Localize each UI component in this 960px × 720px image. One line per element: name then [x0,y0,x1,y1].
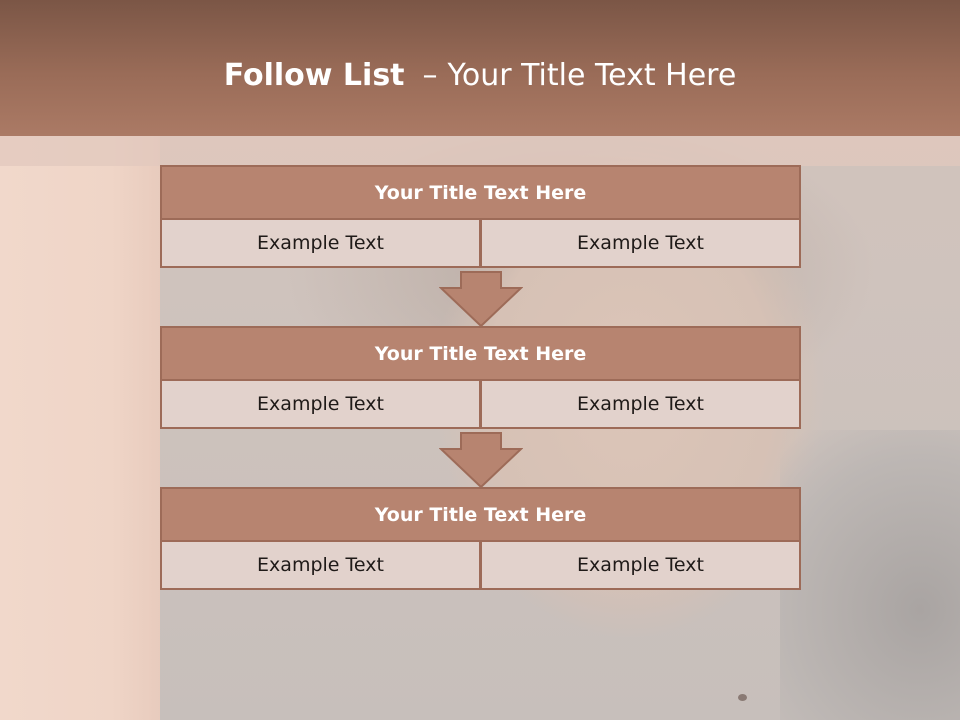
title-bar [0,0,960,136]
list-block-title[interactable]: Your Title Text Here [160,165,801,220]
down-arrow-icon [439,432,523,489]
list-block-3: Your Title Text Here Example Text Exampl… [160,487,801,590]
list-block-left-cell[interactable]: Example Text [160,542,481,590]
list-block-title[interactable]: Your Title Text Here [160,487,801,542]
slide-title-separator: – [422,58,438,93]
background-mole-mark [738,694,747,701]
slide-title: Follow List–Your Title Text Here [0,52,960,100]
down-arrow-icon [439,271,523,328]
list-block-left-cell[interactable]: Example Text [160,220,481,268]
list-block-title[interactable]: Your Title Text Here [160,326,801,381]
slide-title-rest: Your Title Text Here [447,58,737,93]
list-block-1: Your Title Text Here Example Text Exampl… [160,165,801,268]
list-block-row: Example Text Example Text [160,220,801,268]
slide-title-bold: Follow List [223,58,405,93]
title-subband [0,136,960,166]
list-block-right-cell[interactable]: Example Text [481,381,801,429]
list-block-row: Example Text Example Text [160,381,801,429]
list-block-2: Your Title Text Here Example Text Exampl… [160,326,801,429]
list-block-left-cell[interactable]: Example Text [160,381,481,429]
list-block-right-cell[interactable]: Example Text [481,220,801,268]
list-block-right-cell[interactable]: Example Text [481,542,801,590]
list-block-row: Example Text Example Text [160,542,801,590]
background-shoulder-shadow [780,430,960,720]
